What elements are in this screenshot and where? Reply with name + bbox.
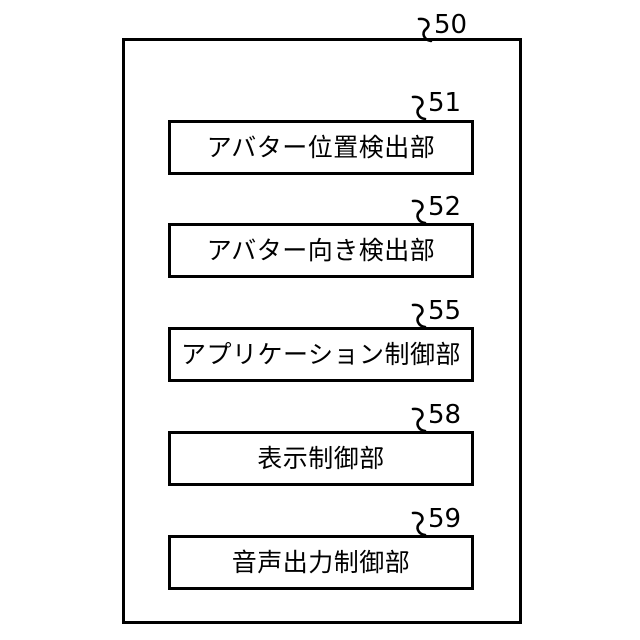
block-51-avatar-position-detection: アバター位置検出部 bbox=[168, 120, 474, 175]
squiggle-leader-icon bbox=[408, 94, 427, 121]
block-51-label: アバター位置検出部 bbox=[206, 133, 436, 162]
reference-numeral-55: 55 bbox=[428, 296, 462, 326]
squiggle-leader-icon bbox=[414, 16, 433, 43]
block-55-application-control: アプリケーション制御部 bbox=[168, 327, 474, 382]
reference-numeral-52: 52 bbox=[428, 192, 462, 222]
block-52-avatar-orientation-detection: アバター向き検出部 bbox=[168, 223, 474, 278]
block-58-label: 表示制御部 bbox=[257, 444, 385, 473]
squiggle-leader-icon bbox=[408, 510, 427, 537]
squiggle-leader-icon bbox=[408, 198, 427, 225]
block-52-label: アバター向き検出部 bbox=[206, 236, 436, 265]
reference-numeral-58: 58 bbox=[428, 400, 462, 430]
block-55-label: アプリケーション制御部 bbox=[180, 340, 461, 369]
squiggle-leader-icon bbox=[408, 406, 427, 433]
reference-numeral-51: 51 bbox=[428, 88, 462, 118]
squiggle-leader-icon bbox=[408, 302, 427, 329]
block-58-display-control: 表示制御部 bbox=[168, 431, 474, 486]
block-59-audio-output-control: 音声出力制御部 bbox=[168, 535, 474, 590]
reference-numeral-50: 50 bbox=[434, 10, 468, 40]
block-59-label: 音声出力制御部 bbox=[231, 548, 411, 577]
reference-numeral-59: 59 bbox=[428, 504, 462, 534]
